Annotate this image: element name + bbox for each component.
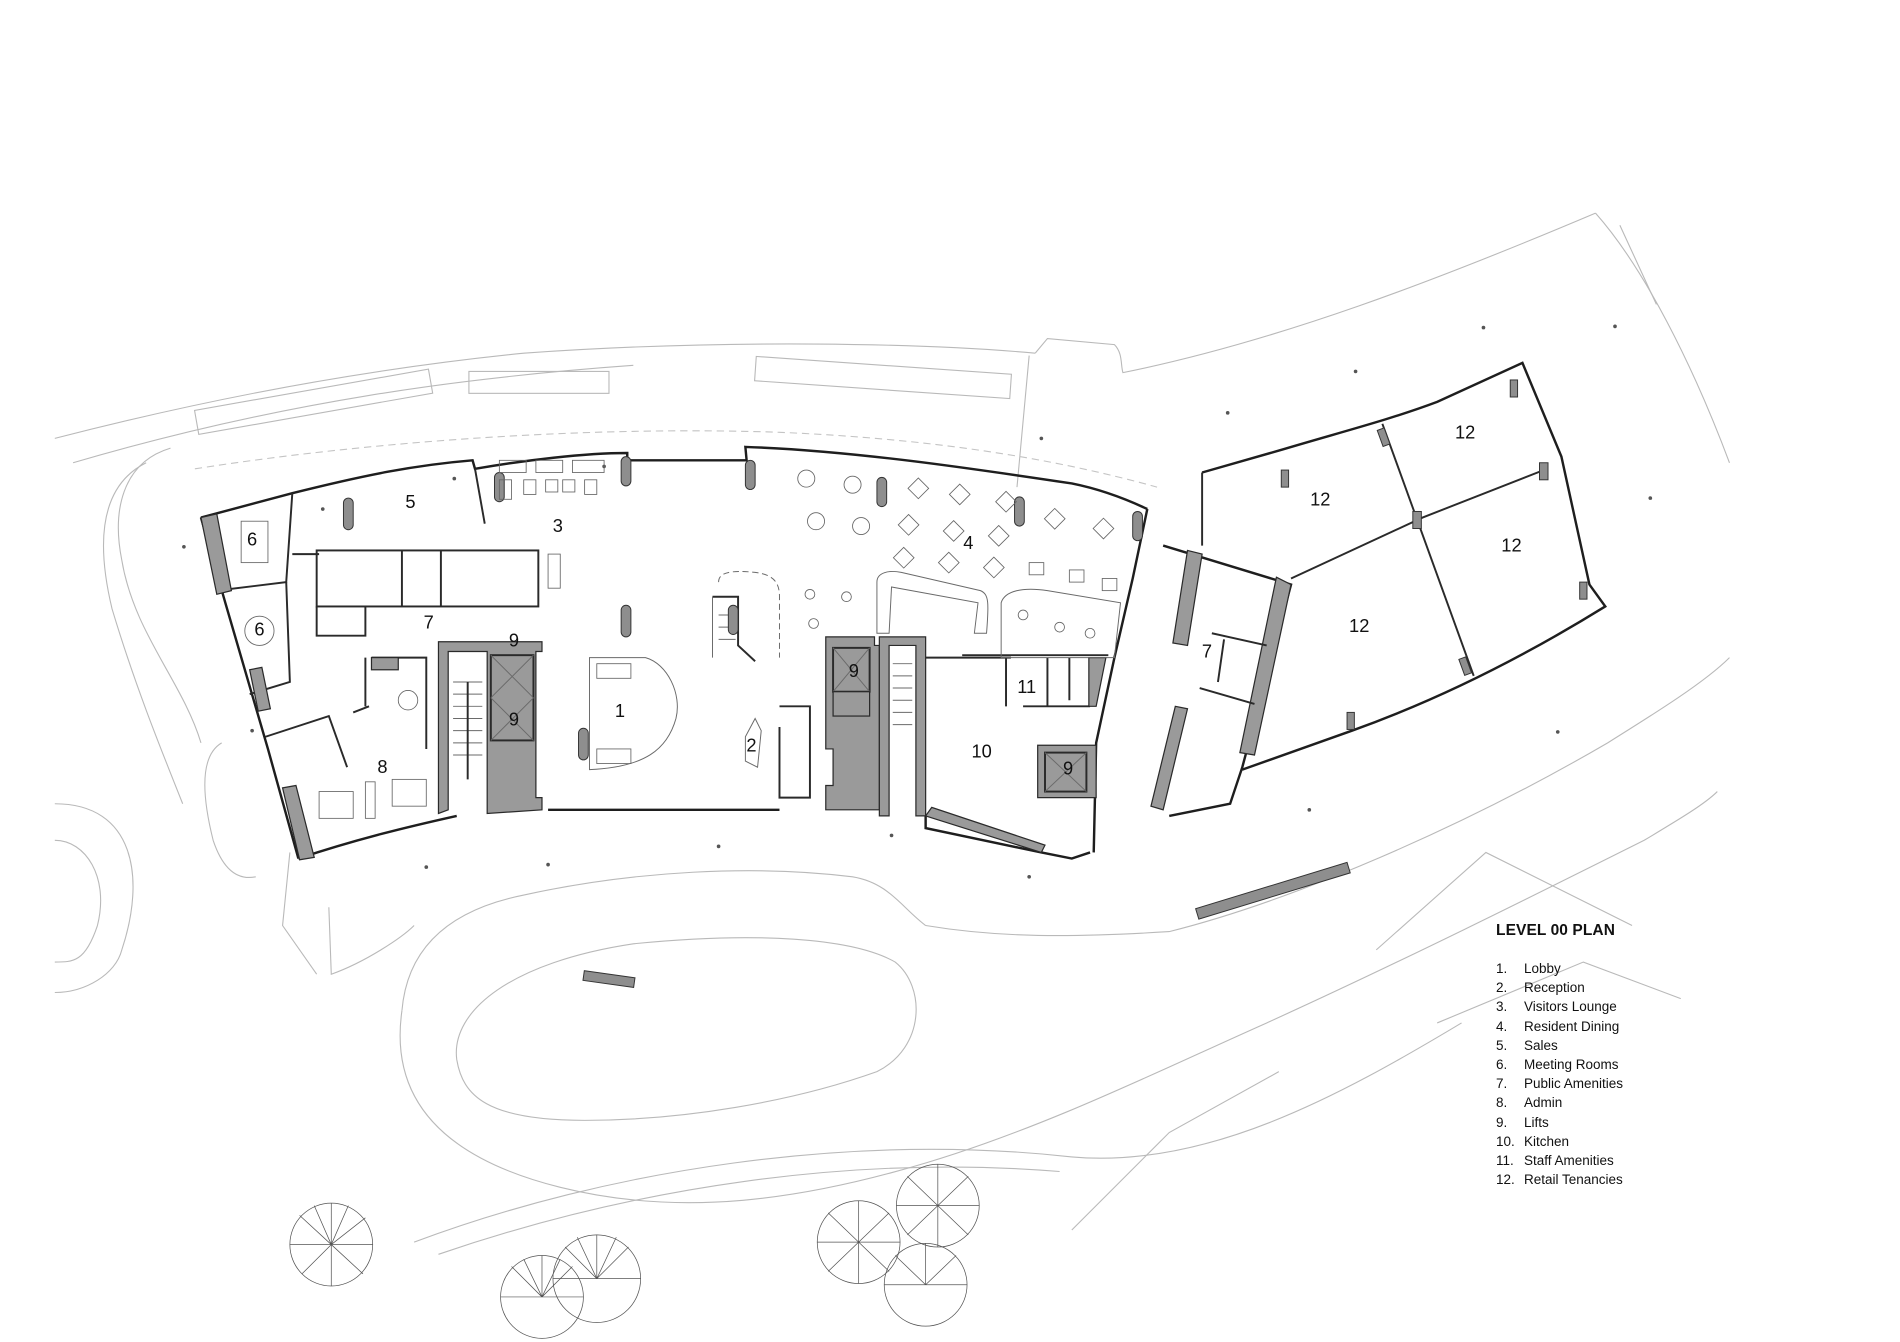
legend-item: 5.Sales xyxy=(1496,1037,1558,1053)
room-label: 9 xyxy=(509,630,519,651)
legend: LEVEL 00 PLAN 1.Lobby 2.Reception 3.Visi… xyxy=(1496,922,1623,1189)
room-label: 12 xyxy=(1455,421,1475,442)
structure xyxy=(200,456,1143,861)
legend-item: 1.Lobby xyxy=(1496,961,1561,976)
room-label: 7 xyxy=(424,611,434,632)
room-label: 4 xyxy=(963,532,973,553)
room-label: 2 xyxy=(746,734,756,755)
trees xyxy=(289,1163,980,1339)
room-label: 12 xyxy=(1501,535,1521,556)
room-label: 8 xyxy=(377,756,387,777)
site-context xyxy=(54,212,1731,1255)
legend-item: 12.Retail Tenancies xyxy=(1496,1172,1623,1188)
building-envelope xyxy=(199,361,1608,860)
room-label: 1 xyxy=(615,700,625,721)
room-label: 9 xyxy=(1063,757,1073,778)
interior-walls xyxy=(216,379,1588,854)
room-label: 7 xyxy=(1202,641,1212,662)
legend-item: 3.Visitors Lounge xyxy=(1496,999,1617,1015)
room-label: 12 xyxy=(1310,488,1330,509)
room-label: 9 xyxy=(509,709,519,730)
legend-item: 11.Staff Amenities xyxy=(1496,1152,1614,1168)
room-label: 3 xyxy=(553,515,563,536)
room-label: 11 xyxy=(1017,676,1036,697)
room-label: 10 xyxy=(972,740,992,761)
legend-item: 8.Admin xyxy=(1496,1095,1563,1111)
legend-item: 6.Meeting Rooms xyxy=(1496,1056,1619,1072)
room-label: 5 xyxy=(405,491,415,512)
legend-item: 10.Kitchen xyxy=(1496,1133,1570,1149)
room-label: 6 xyxy=(247,529,257,550)
legend-title: LEVEL 00 PLAN xyxy=(1496,922,1616,939)
furniture xyxy=(240,459,1122,819)
legend-item: 4.Resident Dining xyxy=(1496,1018,1620,1034)
legend-list: 1.Lobby 2.Reception 3.Visitors Lounge 4.… xyxy=(1496,959,1623,1189)
legend-item: 7.Public Amenities xyxy=(1496,1076,1624,1092)
legend-item: 2.Reception xyxy=(1496,980,1585,996)
room-label: 9 xyxy=(849,660,859,681)
legend-item: 9.Lifts xyxy=(1496,1114,1549,1130)
room-label: 12 xyxy=(1349,615,1369,636)
room-label: 6 xyxy=(254,619,264,640)
